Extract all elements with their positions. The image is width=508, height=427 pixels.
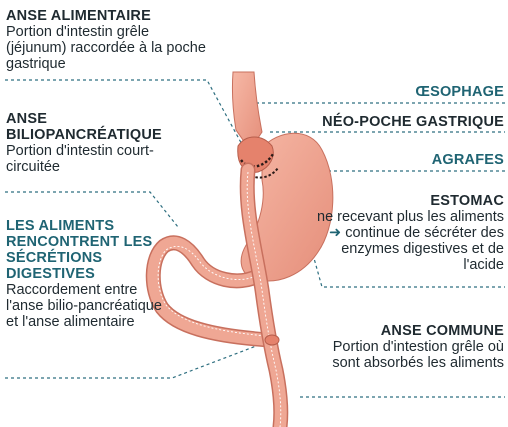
label-neo-poche: NÉO-POCHE GASTRIQUE — [264, 114, 504, 130]
leader-rencontre — [5, 340, 272, 378]
agrafes-title: AGRAFES — [304, 152, 504, 168]
anse-commune-title: ANSE COMMUNE — [304, 323, 504, 339]
label-anse-bilio: ANSE BILIOPANCRÉATIQUE Portion d'intesti… — [6, 111, 206, 175]
estomac-desc-part1: ne recevant plus les aliments — [317, 209, 504, 225]
anse-bilio-title: ANSE BILIOPANCRÉATIQUE — [6, 111, 206, 143]
anse-alimentaire-desc: Portion d'intestin grêle (jéjunum) racco… — [6, 24, 206, 72]
estomac-title: ESTOMAC — [308, 193, 504, 209]
label-oesophage: ŒSOPHAGE — [264, 84, 504, 100]
arrow-icon: ➜ — [329, 225, 341, 241]
label-rencontre: LES ALIMENTS RENCONTRENT LES SÉCRÉTIONS … — [6, 218, 174, 330]
rencontre-desc: Raccordement entre l'anse bilio-pancréat… — [6, 282, 174, 330]
label-agrafes: AGRAFES — [304, 152, 504, 168]
label-anse-commune: ANSE COMMUNE Portion d'intestion grêle o… — [304, 323, 504, 371]
anastomosis-junction — [265, 335, 279, 345]
oesophage-title: ŒSOPHAGE — [264, 84, 504, 100]
anse-alimentaire-title: ANSE ALIMENTAIRE — [6, 8, 206, 24]
estomac-desc-part2: continue de sécréter des enzymes digesti… — [341, 225, 504, 273]
rencontre-title: LES ALIMENTS RENCONTRENT LES SÉCRÉTIONS … — [6, 218, 174, 282]
neo-poche-title: NÉO-POCHE GASTRIQUE — [264, 114, 504, 130]
anse-bilio-desc: Portion d'intestin court-circuitée — [6, 143, 206, 175]
label-estomac: ESTOMAC ne recevant plus les aliments ➜ … — [308, 193, 504, 273]
anse-commune-desc: Portion d'intestion grêle où sont absorb… — [304, 339, 504, 371]
estomac-desc: ne recevant plus les aliments ➜ continue… — [308, 209, 504, 273]
label-anse-alimentaire: ANSE ALIMENTAIRE Portion d'intestin grêl… — [6, 8, 206, 72]
